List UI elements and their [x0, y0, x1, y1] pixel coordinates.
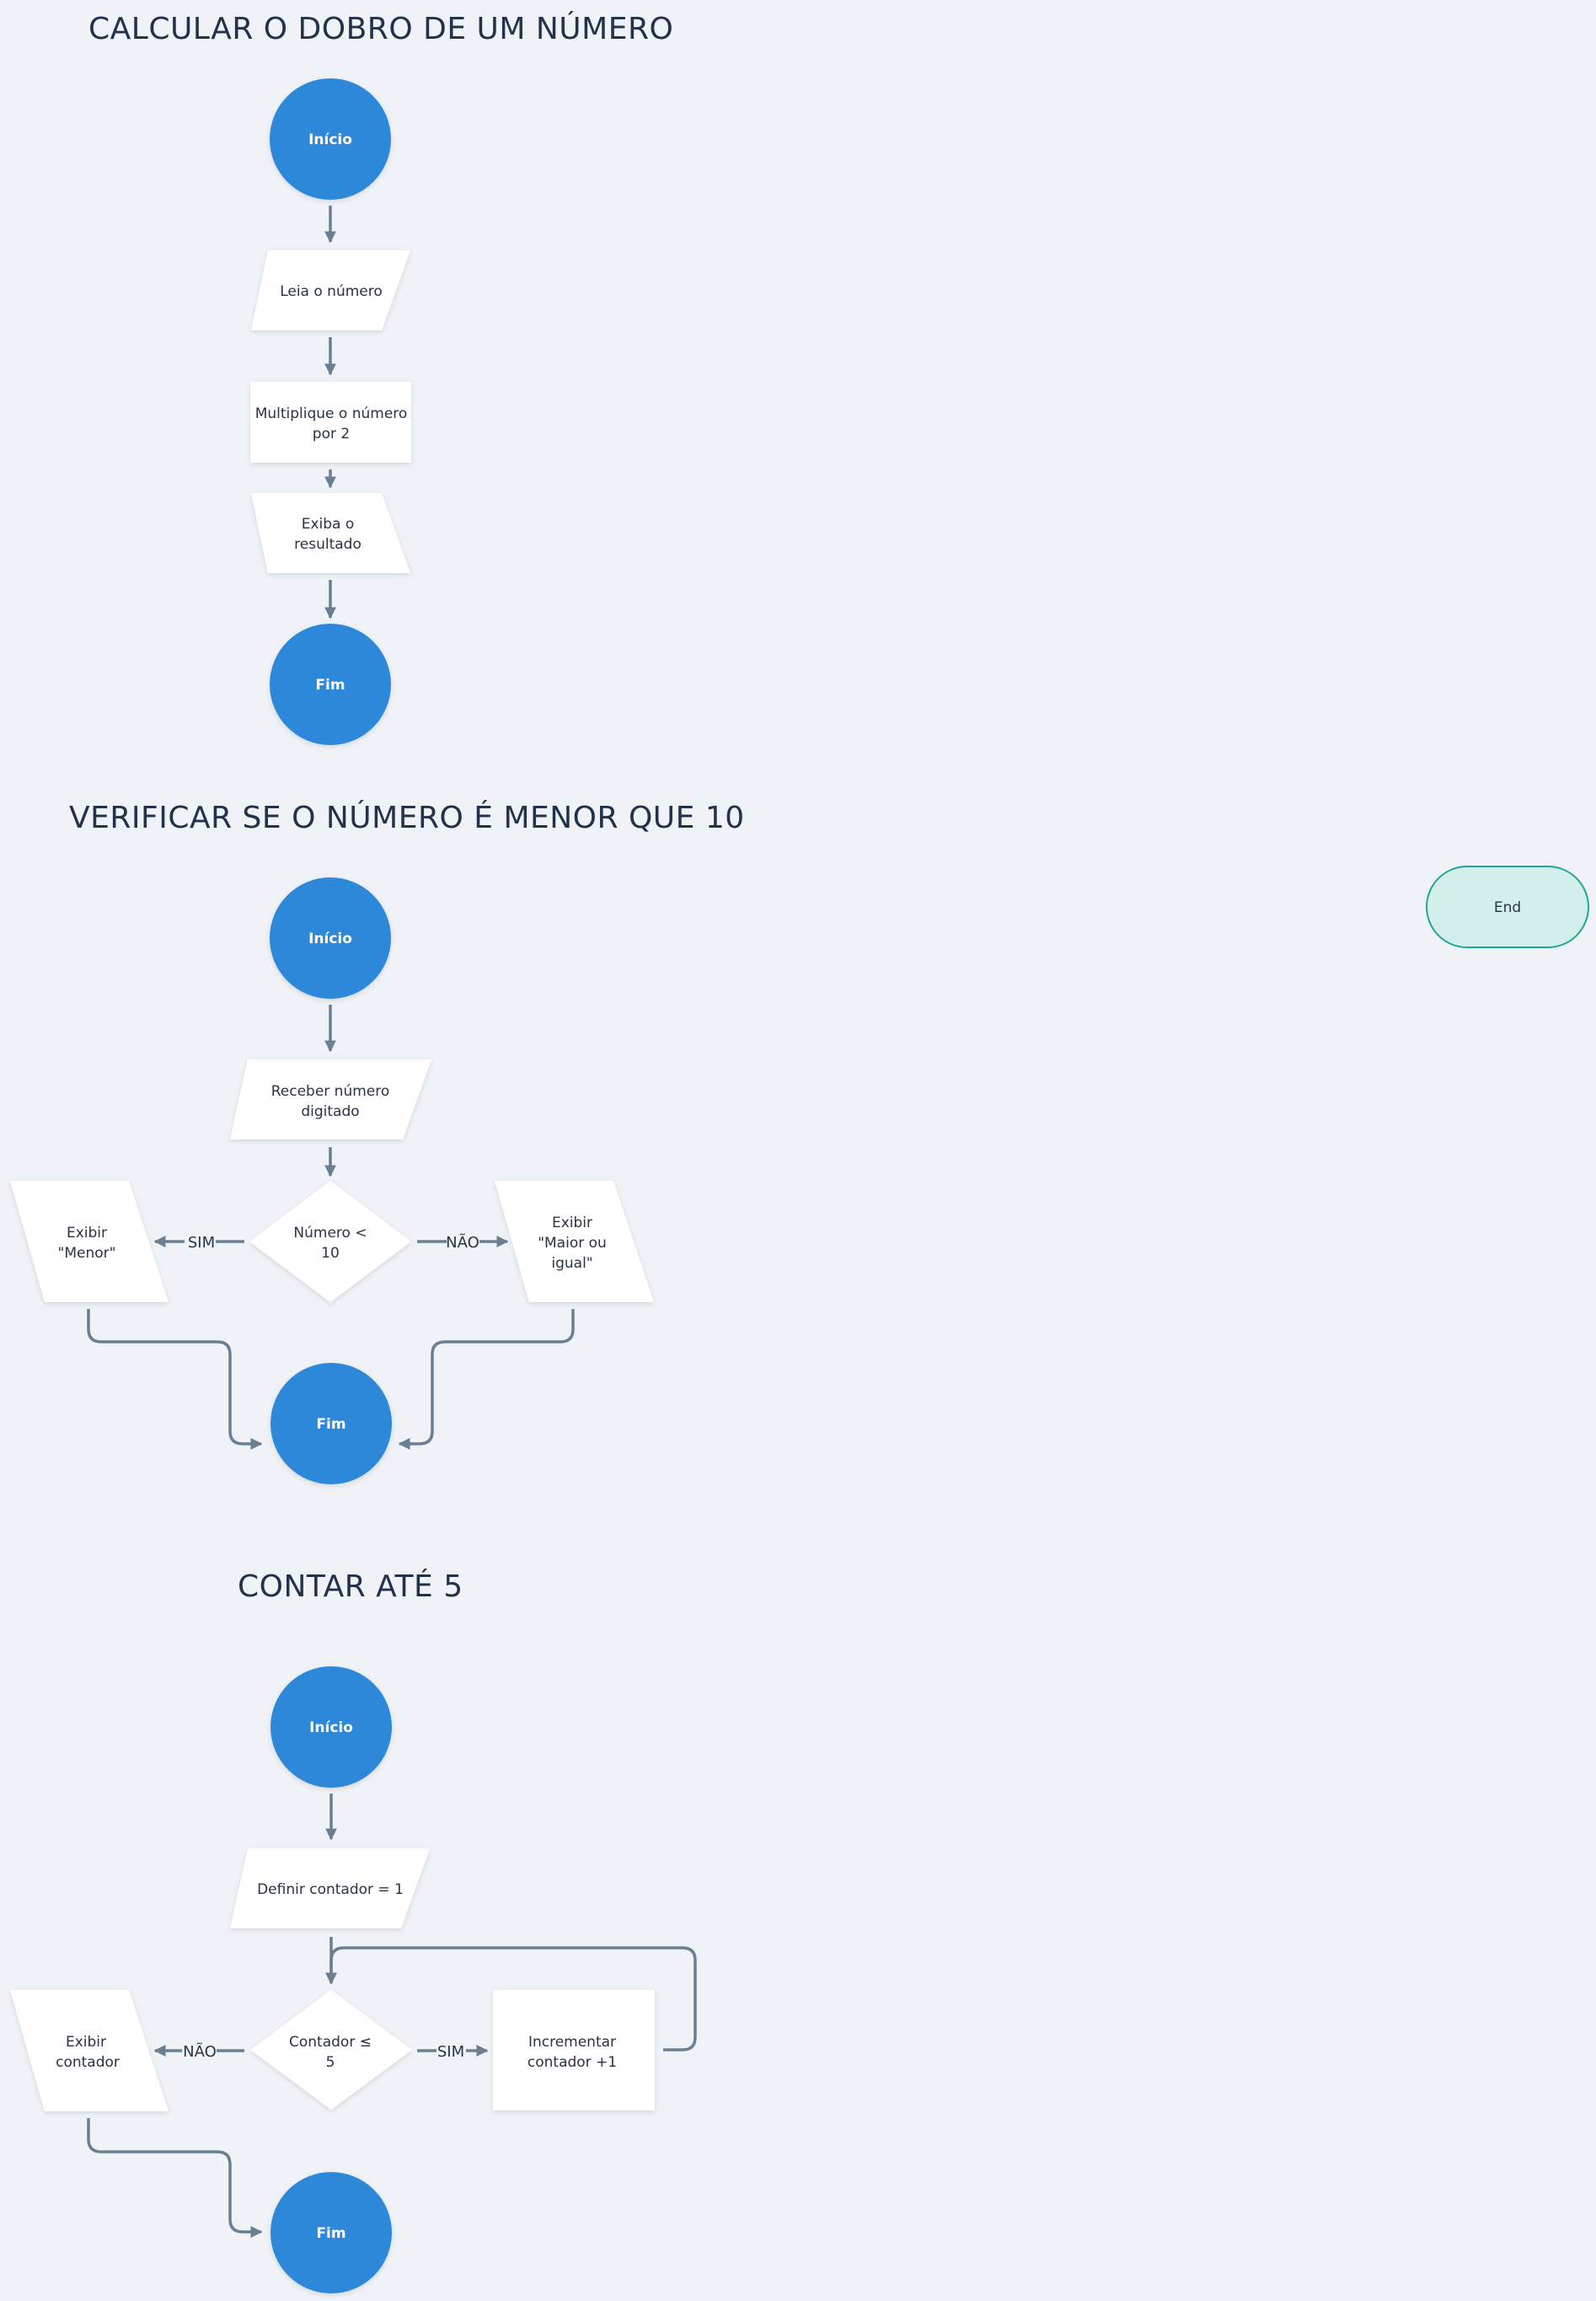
- node-label-line-1: Incrementar: [528, 2034, 616, 2051]
- section-less-than-10: VERIFICAR SE O NÚMERO É MENOR QUE 10 Iní…: [10, 800, 745, 1484]
- node-read-number[interactable]: Leia o número: [251, 250, 410, 330]
- node-label-line-1: Exibir: [66, 2034, 106, 2051]
- node-label: Definir contador = 1: [257, 1881, 404, 1898]
- edge-label-no: NÃO: [183, 2042, 217, 2061]
- node-label-line-2: por 2: [313, 426, 350, 442]
- node-display-result[interactable]: Exiba o resultado: [251, 493, 410, 573]
- connector-arrow: [87, 2118, 263, 2238]
- decision-counter-le-5[interactable]: Contador ≤ 5: [250, 1990, 412, 2110]
- node-label: Leia o número: [280, 283, 383, 300]
- node-label-line-2: contador +1: [528, 2054, 617, 2071]
- decision-label-line-2: 5: [326, 2054, 335, 2071]
- decision-number-less-than-10[interactable]: Número < 10: [249, 1181, 411, 1302]
- decision-label-line-1: Número <: [293, 1225, 367, 1242]
- node-start[interactable]: Início: [270, 1666, 392, 1788]
- decision-label-line-2: 10: [321, 1245, 340, 1262]
- node-increment-counter[interactable]: Incrementar contador +1: [493, 1990, 655, 2111]
- node-show-greater-or-equal[interactable]: Exibir "Maior ou igual": [495, 1181, 654, 1302]
- node-label: Início: [309, 1719, 353, 1736]
- decision-label-line-1: Contador ≤: [289, 2034, 372, 2051]
- node-label-line-2: resultado: [294, 536, 362, 553]
- node-label-line-2: contador: [56, 2054, 120, 2071]
- node-set-counter[interactable]: Definir contador = 1: [230, 1848, 430, 1928]
- node-receive-number[interactable]: Receber número digitado: [230, 1059, 431, 1140]
- node-label-line-2: digitado: [301, 1103, 359, 1120]
- node-label-line-1: Exiba o: [302, 516, 355, 533]
- stray-end-node[interactable]: End: [1426, 866, 1589, 948]
- node-start[interactable]: Início: [270, 78, 391, 200]
- node-end[interactable]: Fim: [270, 1363, 392, 1484]
- section-title: CONTAR ATÉ 5: [238, 1569, 463, 1604]
- edge-label-yes: SIM: [437, 2043, 464, 2061]
- node-end[interactable]: Fim: [270, 2172, 392, 2293]
- node-show-counter[interactable]: Exibir contador: [10, 1990, 169, 2111]
- node-label-line-2: "Menor": [58, 1245, 116, 1262]
- node-label: Fim: [316, 1416, 345, 1433]
- node-label-line-1: Multiplique o número: [255, 405, 408, 422]
- section-count-to-5: CONTAR ATÉ 5 Início Definir contador = 1…: [10, 1569, 697, 2293]
- connector-arrow: [398, 1309, 575, 1450]
- edge-label-no: NÃO: [446, 1233, 479, 1252]
- node-label: Início: [308, 931, 352, 947]
- node-label: End: [1494, 899, 1521, 916]
- node-show-less[interactable]: Exibir "Menor": [10, 1181, 169, 1302]
- connector-arrow: [87, 1309, 263, 1450]
- node-label-line-2: "Maior ou: [538, 1235, 607, 1252]
- edge-label-yes: SIM: [188, 1234, 215, 1252]
- section-title: VERIFICAR SE O NÚMERO É MENOR QUE 10: [69, 800, 745, 835]
- node-multiply[interactable]: Multiplique o número por 2: [250, 382, 411, 463]
- node-label: Fim: [315, 677, 345, 694]
- node-start[interactable]: Início: [270, 877, 391, 999]
- node-label: Fim: [316, 2225, 345, 2242]
- node-label-line-1: Exibir: [67, 1225, 107, 1242]
- node-label-line-1: Exibir: [552, 1215, 592, 1231]
- node-label: Início: [308, 131, 352, 148]
- node-end[interactable]: Fim: [270, 624, 391, 745]
- section-title: CALCULAR O DOBRO DE UM NÚMERO: [88, 11, 673, 46]
- section-double-number: CALCULAR O DOBRO DE UM NÚMERO Início Lei…: [88, 11, 673, 745]
- node-label-line-3: igual": [551, 1255, 592, 1272]
- connector-loop-back: [325, 1946, 697, 2052]
- node-label-line-1: Receber número: [271, 1083, 390, 1100]
